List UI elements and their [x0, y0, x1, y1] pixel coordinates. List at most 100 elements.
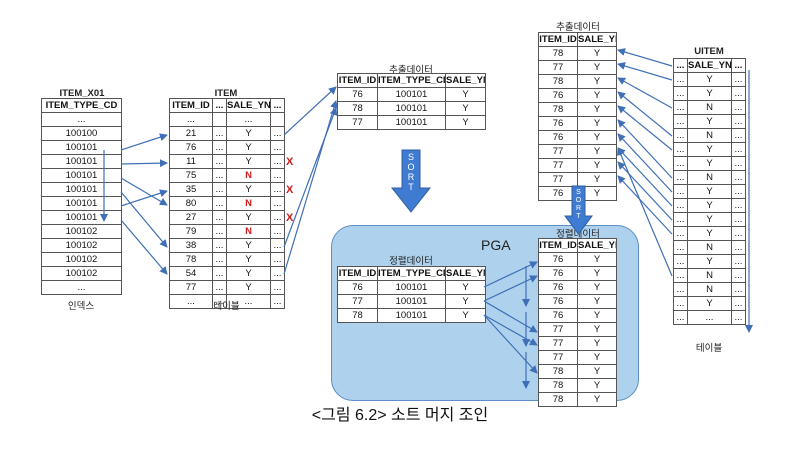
- table-row: 21...Y...: [169, 126, 285, 141]
- table-row: 54...Y...: [169, 266, 285, 281]
- extract-right-arrow: [617, 147, 673, 207]
- table-cell: ...: [270, 294, 285, 309]
- reject-mark: X: [286, 212, 294, 224]
- extract-right-arrow: [617, 105, 673, 151]
- table-header-row: ITEM_ID...SALE_YN...: [169, 98, 285, 113]
- table-cell: Y: [577, 186, 617, 201]
- rowid-arrow: [120, 189, 168, 207]
- table-row: ...N...: [673, 100, 746, 115]
- extract-right-label: 추출데이터: [556, 22, 600, 33]
- index-table-label: 인덱스: [67, 301, 95, 312]
- extract-right-arrow: [617, 62, 673, 81]
- table-row: 27...Y...: [169, 210, 285, 225]
- extract-right-arrow: [617, 48, 673, 67]
- table-row: ...Y...: [673, 72, 746, 87]
- table-row: 75...N...: [169, 168, 285, 183]
- table-row: 77...Y...: [169, 280, 285, 295]
- rowid-arrow: [120, 133, 168, 151]
- sorted-right-label: 정렬데이터: [556, 229, 600, 240]
- table-header-row: ...SALE_YN...: [673, 58, 746, 73]
- extract-arrow: [283, 86, 337, 136]
- extract-right-arrow: [617, 147, 673, 277]
- table-row: ...Y...: [673, 184, 746, 199]
- extract-right-table: ITEM_IDSALE_YN78Y77Y78Y76Y78Y76Y76Y77Y77…: [538, 32, 617, 201]
- reject-mark: X: [286, 156, 294, 168]
- table-cell: 100101: [377, 308, 446, 323]
- sorted-right-table: ITEM_IDSALE_YN76Y76Y76Y76Y76Y77Y77Y77Y78…: [538, 238, 617, 407]
- merge-arrow: [483, 314, 538, 346]
- table-cell: 78: [538, 392, 578, 407]
- table-row: .........: [673, 310, 746, 325]
- item-table-label: 테이블: [213, 301, 240, 312]
- table-row: ............: [169, 294, 285, 309]
- table-row: 38...Y...: [169, 238, 285, 253]
- table-row: ...N...: [673, 240, 746, 255]
- reject-mark: X: [286, 184, 294, 196]
- sorted-left-label: 정렬데이터: [389, 256, 433, 267]
- table-cell: ...: [41, 280, 122, 295]
- extract-right-arrow: [617, 161, 673, 221]
- rowid-arrow: [120, 219, 168, 275]
- extract-right-arrow: [617, 91, 673, 137]
- table-cell: ...: [731, 310, 746, 325]
- table-row: ...Y...: [673, 86, 746, 101]
- table-cell: Y: [577, 392, 617, 407]
- extract-right-arrow: [617, 133, 673, 193]
- table-row: ...N...: [673, 128, 746, 143]
- item-table: ITEM_ID...SALE_YN.........21...Y...76...…: [169, 98, 285, 309]
- table-cell: Y: [445, 87, 486, 102]
- rowid-arrow: [120, 177, 168, 206]
- index-table-title: ITEM_X01: [59, 88, 105, 99]
- table-cell: Y: [445, 308, 486, 323]
- table-row: ...Y...: [673, 254, 746, 269]
- figure-caption: <그림 6.2> 소트 머지 조인: [311, 407, 489, 424]
- item-table-title: ITEM: [214, 88, 238, 99]
- extract-right-arrow: [617, 119, 673, 179]
- extract-right-arrow: [617, 175, 673, 235]
- table-cell: ...: [731, 72, 746, 87]
- extract-left-label: 추출데이터: [389, 65, 433, 76]
- table-cell: 77: [337, 115, 378, 130]
- column-header: ...: [731, 58, 746, 73]
- merge-arrow: [483, 300, 538, 333]
- merge-arrow: [483, 275, 538, 302]
- table-row: ...Y...: [673, 226, 746, 241]
- uitem-table-title: UITEM: [694, 46, 724, 57]
- table-cell: Y: [445, 115, 486, 130]
- table-row: ...Y...: [673, 212, 746, 227]
- pga-title: PGA: [481, 237, 511, 253]
- rowid-arrow: [120, 191, 168, 248]
- table-cell: ...: [673, 310, 688, 325]
- extract-right-arrow: [617, 77, 673, 109]
- merge-arrow: [483, 261, 538, 288]
- table-cell: ...: [270, 126, 285, 141]
